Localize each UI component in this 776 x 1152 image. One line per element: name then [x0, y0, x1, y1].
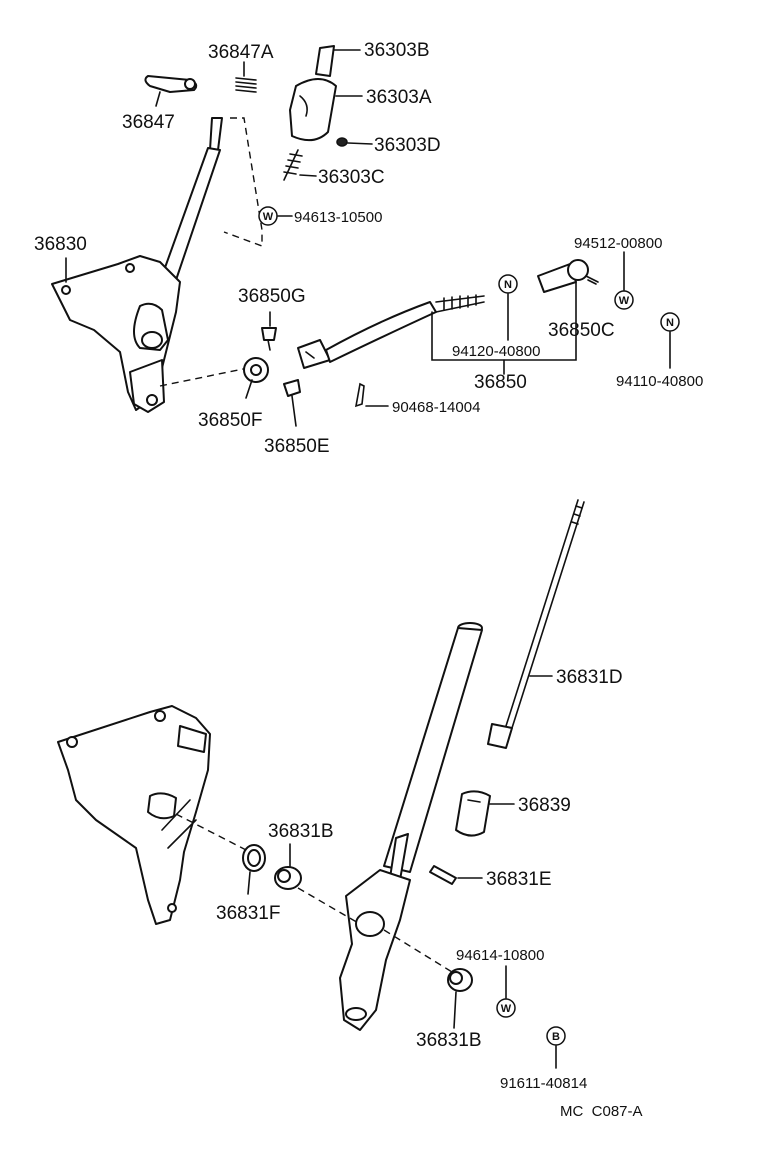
leader-36303D	[347, 142, 373, 145]
label-91611-40814: 91611-40814	[500, 1075, 587, 1092]
label-36850E: 36850E	[264, 436, 330, 457]
label-36303B: 36303B	[364, 40, 430, 61]
leader-36831B-bottom	[453, 991, 457, 1029]
part-36830-bracket-bottom	[57, 705, 211, 925]
part-shift-lever-top	[161, 117, 223, 281]
part-36303B-cap	[315, 45, 335, 77]
leader-36850E	[291, 395, 297, 427]
leader-36850F	[245, 379, 253, 399]
label-94512-00800: 94512-00800	[574, 235, 662, 252]
dash-lever-36831B	[383, 929, 453, 973]
part-36303A-knob	[289, 78, 337, 142]
label-36831D: 36831D	[556, 667, 623, 688]
part-36830-bracket	[51, 255, 181, 413]
part-36303C-thread	[283, 149, 303, 181]
label-36303A: 36303A	[366, 87, 432, 108]
part-36850G-bolt	[261, 327, 277, 351]
label-90468-14004: 90468-14004	[392, 399, 480, 416]
label-36850F: 36850F	[198, 410, 262, 431]
symbol-nut-94110: N	[660, 312, 680, 332]
label-36850: 36850	[474, 372, 527, 393]
label-36831F: 36831F	[216, 903, 280, 924]
label-94120-40800: 94120-40800	[452, 343, 540, 360]
part-36831B-bushing-bottom	[447, 968, 473, 992]
part-36850C-balljoint	[537, 259, 599, 293]
symbol-bolt-letter: B	[552, 1031, 560, 1043]
label-36850G: 36850G	[238, 286, 306, 307]
symbol-washer-94512: W	[614, 290, 634, 310]
dash-bracket-36831F	[175, 813, 251, 853]
part-36831E-pin	[429, 865, 457, 885]
footer-code: MC C087-A	[560, 1103, 643, 1120]
part-36303D-screw	[336, 137, 348, 147]
part-36850E-collar	[283, 379, 301, 397]
part-36850-rod	[297, 294, 485, 369]
symbol-washer-letter: W	[619, 295, 630, 307]
label-36839: 36839	[518, 795, 571, 816]
symbol-nut-letter: N	[504, 279, 512, 291]
part-36847A-spring	[235, 77, 257, 93]
label-36850C: 36850C	[548, 320, 615, 341]
symbol-nut-letter: N	[666, 317, 674, 329]
label-36847: 36847	[122, 112, 175, 133]
label-36303C: 36303C	[318, 167, 385, 188]
part-36831B-bushing-top	[274, 866, 302, 890]
part-shift-lever-bottom	[339, 622, 483, 1031]
label-94614-10800: 94614-10800	[456, 947, 544, 964]
label-94613-10500: 94613-10500	[294, 209, 382, 226]
symbol-nut-94120: N	[498, 274, 518, 294]
symbol-washer-94613: W	[258, 206, 278, 226]
leader-36831F	[247, 871, 251, 895]
dash-lever-washer	[223, 117, 263, 248]
part-36839-sleeve	[455, 790, 491, 837]
part-36831D-rod	[487, 499, 585, 749]
symbol-bolt-91611: B	[546, 1026, 566, 1046]
leader-36303C	[299, 174, 317, 177]
part-90468-clip	[354, 382, 365, 408]
part-36847-clip	[144, 75, 198, 93]
part-36831F-washer	[242, 844, 266, 872]
leader-36847	[155, 91, 161, 107]
label-94110-40800: 94110-40800	[616, 373, 703, 390]
label-36831E: 36831E	[486, 869, 552, 890]
symbol-washer-letter: W	[263, 211, 274, 223]
label-36831B-bottom: 36831B	[416, 1030, 482, 1051]
label-36831B-top: 36831B	[268, 821, 334, 842]
label-36847A: 36847A	[208, 42, 274, 63]
part-36850F-bushing	[243, 357, 269, 383]
symbol-washer-letter: W	[501, 1003, 512, 1015]
label-36830: 36830	[34, 234, 87, 255]
symbol-washer-94614: W	[496, 998, 516, 1018]
label-36303D: 36303D	[374, 135, 441, 156]
dash-lever-36850F	[159, 367, 249, 387]
